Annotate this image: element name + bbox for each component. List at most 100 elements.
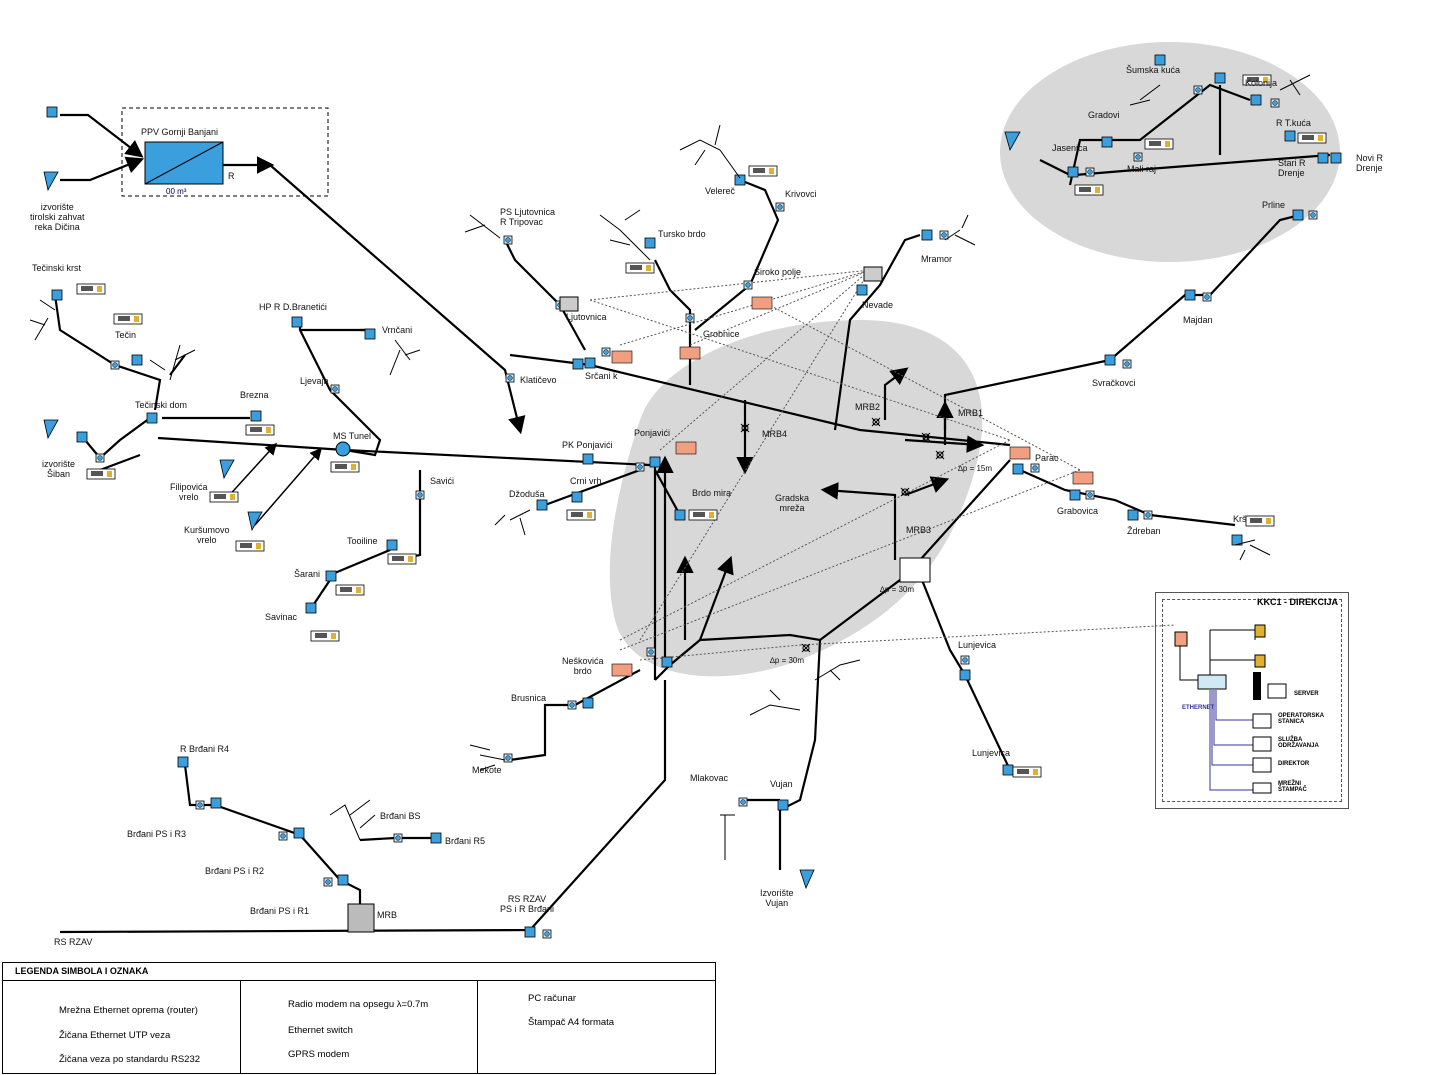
label-hp-branetici: HP R D.Branetići	[259, 302, 327, 312]
label-grabovica: Grabovica	[1057, 506, 1099, 516]
label-parac: Parac	[1035, 453, 1059, 463]
label-tecinski-krst: Tečinski krst	[32, 263, 82, 273]
label-stari-drenje: Stari R Drenje	[1278, 158, 1306, 178]
label-mrb1: MRB1	[958, 408, 984, 418]
label-ljutovnica: Ljutovnica	[566, 312, 607, 322]
label-vrncani: Vrnčani	[382, 325, 413, 335]
legend-column-1: Mrežna Ethernet oprema (router) Žičana E…	[3, 981, 239, 1073]
kkc-direktor: DIREKTOR	[1278, 761, 1310, 767]
label-mlakovac: Mlakovac	[690, 773, 729, 783]
legend-column-2: Radio modem na opsegu λ=0.7m Ethernet sw…	[240, 981, 477, 1073]
label-mramor: Mramor	[921, 254, 952, 264]
rs232-lines	[53, 83, 1331, 934]
legend-gprs: GPRS modem	[288, 1049, 350, 1060]
label-rs-rzav: RS RZAV	[54, 937, 93, 947]
label-brdani-r5: Brđani R5	[445, 836, 486, 846]
label-brdani-ps-r3: Brđani PS i R3	[127, 829, 187, 839]
label-krs: Krš	[1233, 514, 1247, 524]
label-svrackovci: Svračkovci	[1092, 378, 1136, 388]
label-rt-kuca: R T.kuća	[1276, 118, 1311, 128]
label-krivovci: Krivovci	[785, 189, 817, 199]
label-vujan: Vujan	[770, 779, 793, 789]
label-ms-tunel: MS Tunel	[333, 431, 372, 441]
label-mali-raj: Mali raj	[1127, 164, 1157, 174]
kkc-odrzavanje: SLUŽBA ODRŽAVANJA	[1278, 737, 1319, 749]
label-zdreban: Ždreban	[1127, 526, 1161, 536]
label-nevade: Nevade	[862, 300, 894, 310]
legend-column-3: PC računar Štampač A4 formata	[477, 981, 715, 1073]
label-sumska-kuca: Šumska kuća	[1126, 65, 1181, 75]
label-mekote: Mekote	[472, 765, 502, 775]
label-ponjavici: Ponjavići	[634, 428, 671, 438]
label-gradovi: Gradovi	[1088, 110, 1120, 120]
legend-radio: Radio modem na opsegu λ=0.7m	[288, 999, 429, 1010]
label-mrb: MRB	[377, 910, 397, 920]
label-jasenica: Jasenica	[1052, 143, 1088, 153]
label-dzodusa: Džoduša	[509, 489, 545, 499]
label-mrb2: MRB2	[855, 402, 881, 412]
label-dp30b: ∆p = 30m	[770, 656, 805, 665]
plant-capacity: 00 m³	[166, 187, 187, 196]
label-brdani-r4: R Brđani R4	[180, 744, 230, 754]
label-velerec: Velereč	[705, 186, 736, 196]
label-brdani-ps-r2: Brđani PS i R2	[205, 866, 265, 876]
label-filipovica: Filipovića vrelo	[170, 482, 208, 502]
label-izvoriste-siban: izvorište Šiban	[42, 459, 76, 479]
kkc-printer: MREŽNI ŠTAMPAČ	[1278, 781, 1307, 793]
label-crni-vrh: Crni vrh	[570, 476, 602, 486]
label-brdani-ps-r1: Brđani PS i R1	[250, 906, 310, 916]
label-tecinski-dom: Tečinski dom	[135, 400, 188, 410]
legend-switch: Ethernet switch	[288, 1025, 353, 1036]
upper-zone	[1000, 42, 1340, 262]
legend-printer: Štampač A4 formata	[528, 1017, 615, 1028]
kkc-ethernet: ETHERNET	[1182, 705, 1215, 711]
label-izvoriste-dicina: izvorište tirolski zahvat reka Dičina	[30, 202, 85, 232]
label-klaticevo: Klatičevo	[520, 375, 557, 385]
label-mrb4: MRB4	[762, 429, 788, 439]
label-sarani: Šarani	[294, 569, 321, 579]
label-brdo-mira: Brdo mira	[692, 488, 732, 498]
label-majdan: Majdan	[1183, 315, 1213, 325]
legend-utp: Žičana Ethernet UTP veza	[59, 1030, 171, 1041]
label-ps-ljutovnica: PS Ljutovnica R Tripovac	[500, 207, 556, 227]
label-tecin: Tečin	[115, 330, 137, 340]
kkc-direkcija-panel: KKC1 - DIREKCIJA SERVER OPERATORSKA STAN…	[1155, 592, 1349, 809]
label-izvoriste-vujan: Izvorište Vujan	[760, 888, 794, 908]
label-dp30a: ∆p = 30m	[880, 585, 915, 594]
label-lunjevica-1: Lunjevica	[958, 640, 997, 650]
radio-links	[589, 269, 1176, 661]
kkc-server: SERVER	[1294, 691, 1319, 697]
legend: LEGENDA SIMBOLA I OZNAKA Mrežna Ethernet…	[2, 962, 716, 1074]
label-kursumovo: Kuršumovo vrelo	[184, 525, 230, 545]
label-tooiline: Tooiline	[347, 536, 378, 546]
legend-router: Mrežna Ethernet oprema (router)	[59, 1005, 198, 1016]
label-brdani-bs: Brđani BS	[380, 811, 421, 821]
label-mrb3: MRB3	[906, 525, 932, 535]
legend-rs232: Žičana veza po standardu RS232	[59, 1054, 201, 1065]
label-rs-rzav-top: RS RZAV PS i R Brđani	[500, 894, 555, 914]
plant-name: PPV Gornji Banjani	[141, 127, 219, 137]
label-neskovica: Neškovića brdo	[562, 656, 604, 676]
plant-r: R	[228, 171, 235, 181]
label-grobnice: Grobnice	[703, 329, 740, 339]
label-tursko-brdo: Tursko brdo	[658, 229, 706, 239]
label-srcanik: Srčani k	[585, 371, 618, 381]
label-ljevaja: Ljevaja	[300, 376, 329, 386]
label-gradska-mreza: Gradska mreža	[775, 493, 810, 513]
kkc-operator: OPERATORSKA STANICA	[1278, 713, 1325, 725]
legend-title: LEGENDA SIMBOLA I OZNAKA	[3, 963, 715, 981]
label-novi-drenje: Novi R Drenje	[1356, 153, 1384, 173]
label-kolonija: Kolonija	[1245, 78, 1278, 88]
label-brusnica: Brusnica	[511, 693, 547, 703]
label-prline: Prline	[1262, 200, 1286, 210]
label-brezna: Brezna	[240, 390, 269, 400]
label-ps-ponjavici: PK Ponjavići	[562, 440, 613, 450]
label-lunjevica-2: Lunjevica	[972, 748, 1011, 758]
label-savinac: Savinac	[265, 612, 298, 622]
label-savici: Savići	[430, 476, 455, 486]
label-siroko-polje: Široko polje	[754, 267, 802, 277]
label-dp15: ∆p = 15m	[958, 464, 993, 473]
kkc-title: KKC1 - DIREKCIJA	[1256, 597, 1338, 607]
legend-pc: PC računar	[528, 993, 577, 1004]
